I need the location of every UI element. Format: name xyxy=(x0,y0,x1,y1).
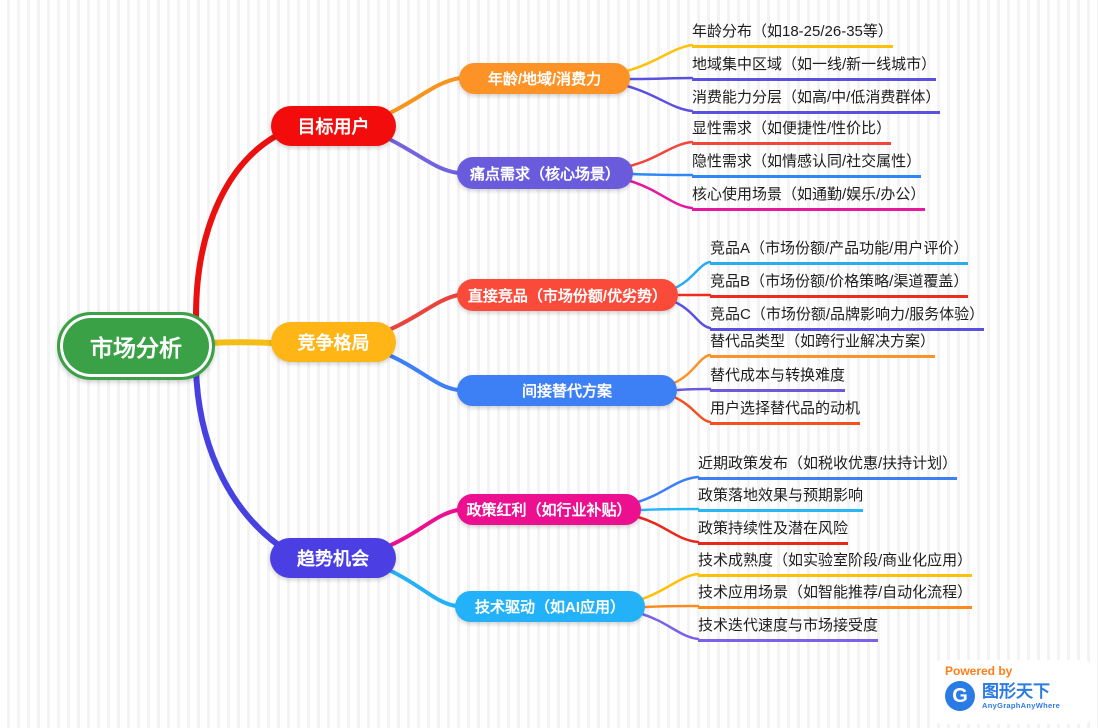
link-leaf-policy-risks xyxy=(636,515,700,544)
leaf-age-distribution[interactable]: 年龄分布（如18-25/26-35等） xyxy=(692,22,893,48)
link-leaf-policy-impact xyxy=(640,507,700,512)
link-leaf-age-distribution xyxy=(625,43,694,73)
leaf-core-scenarios[interactable]: 核心使用场景（如通勤/娱乐/办公） xyxy=(692,185,926,211)
link-target-users-painpoints xyxy=(389,138,460,175)
node-pain-points[interactable]: 痛点需求（核心场景） xyxy=(457,157,633,189)
link-leaf-tech-adoption xyxy=(640,612,700,641)
leaf-policy-risks[interactable]: 政策持续性及潜在风险 xyxy=(698,519,849,545)
leaf-alternative-types[interactable]: 替代品类型（如跨行业解决方案） xyxy=(710,332,936,358)
leaf-tech-adoption[interactable]: 技术迭代速度与市场接受度 xyxy=(698,616,879,642)
link-leaf-spending-tiers xyxy=(625,84,694,113)
link-trends-tech xyxy=(389,569,458,608)
link-competition-indirect xyxy=(389,354,460,392)
brand-subtitle: AnyGraphAnyWhere xyxy=(982,700,1061,710)
link-root-competition xyxy=(206,339,275,346)
node-indirect-alternatives[interactable]: 间接替代方案 xyxy=(457,375,677,406)
link-leaf-competitor-a xyxy=(673,260,712,290)
leaf-explicit-needs[interactable]: 显性需求（如便捷性/性价比） xyxy=(692,119,892,145)
node-target-users[interactable]: 目标用户 xyxy=(271,106,396,146)
node-trends[interactable]: 趋势机会 xyxy=(270,538,396,578)
link-leaf-region-concentration xyxy=(628,76,694,81)
leaf-user-motivation[interactable]: 用户选择替代品的动机 xyxy=(710,399,861,425)
link-root-trends xyxy=(193,367,293,556)
node-competition[interactable]: 竞争格局 xyxy=(271,322,396,362)
leaf-competitor-c[interactable]: 竞品C（市场份额/品牌影响力/服务体验） xyxy=(710,305,985,331)
link-leaf-user-motivation xyxy=(672,395,712,424)
leaf-competitor-b[interactable]: 竞品B（市场份额/价格策略/渠道覆盖） xyxy=(710,272,969,298)
link-leaf-explicit-needs xyxy=(628,140,694,168)
link-leaf-alternative-types xyxy=(672,353,712,385)
watermark[interactable]: Powered by G 图形天下 AnyGraphAnyWhere xyxy=(935,660,1090,724)
leaf-tech-scenarios[interactable]: 技术应用场景（如智能推荐/自动化流程） xyxy=(698,583,973,609)
link-leaf-switching-cost xyxy=(676,387,712,392)
link-leaf-implicit-needs xyxy=(631,172,694,177)
leaf-switching-cost[interactable]: 替代成本与转换难度 xyxy=(710,366,846,392)
link-leaf-recent-policies xyxy=(636,475,700,504)
node-market-analysis[interactable]: 市场分析 xyxy=(57,312,215,380)
powered-by-label: Powered by xyxy=(945,664,1013,678)
link-competition-direct xyxy=(389,293,460,331)
node-policy-benefits[interactable]: 政策红利（如行业补贴） xyxy=(457,494,641,525)
leaf-region-concentration[interactable]: 地域集中区域（如一线/新一线城市） xyxy=(692,55,937,81)
leaf-tech-maturity[interactable]: 技术成熟度（如实验室阶段/商业化应用） xyxy=(698,551,973,577)
link-leaf-tech-maturity xyxy=(640,572,700,601)
leaf-policy-impact[interactable]: 政策落地效果与预期影响 xyxy=(698,486,864,512)
node-tech-driven[interactable]: 技术驱动（如AI应用） xyxy=(455,591,645,622)
node-direct-competitors[interactable]: 直接竞品（市场份额/优劣势） xyxy=(457,279,678,311)
link-root-target-users xyxy=(193,126,293,319)
leaf-implicit-needs[interactable]: 隐性需求（如情感认同/社交属性） xyxy=(692,152,922,178)
link-leaf-core-scenarios xyxy=(628,179,694,210)
leaf-recent-policies[interactable]: 近期政策发布（如税收优惠/扶持计划） xyxy=(698,454,958,480)
node-age-region-spending[interactable]: 年龄/地域/消费力 xyxy=(459,63,630,94)
brand-logo-icon: G xyxy=(945,681,975,711)
leaf-spending-tiers[interactable]: 消费能力分层（如高/中/低消费群体） xyxy=(692,88,941,114)
link-trends-policy xyxy=(389,508,460,547)
link-leaf-competitor-c xyxy=(673,300,712,330)
link-target-users-age xyxy=(388,76,462,115)
leaf-competitor-a[interactable]: 竞品A（市场份额/产品功能/用户评价） xyxy=(710,239,969,265)
brand-name: 图形天下 xyxy=(982,681,1050,701)
link-leaf-tech-scenarios xyxy=(644,604,700,609)
